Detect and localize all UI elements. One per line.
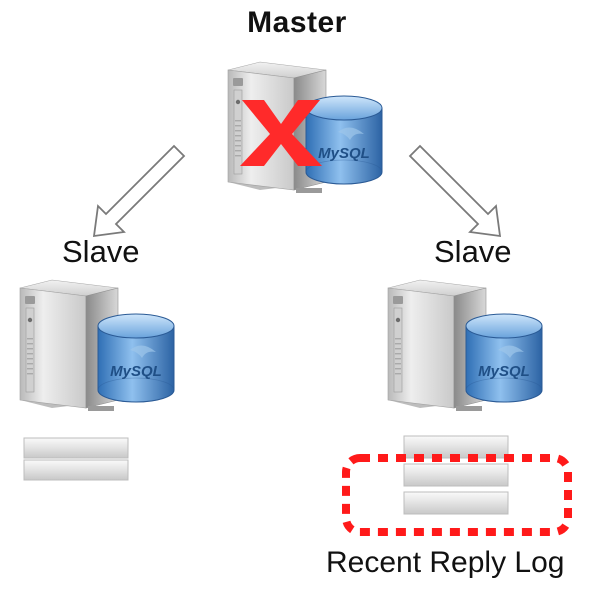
slave-left-label: Slave [62, 234, 140, 269]
master-server-icon: MySQL [227, 61, 383, 194]
slave-left-db-logo: MySQL [110, 363, 162, 380]
master-title: Master [247, 6, 347, 39]
master-db-logo: MySQL [318, 145, 370, 162]
recent-reply-log-label: Recent Reply Log [326, 546, 565, 579]
log-entry [23, 437, 129, 459]
slave-right-label: Slave [434, 234, 512, 269]
log-entry [403, 491, 509, 515]
failure-x-icon [240, 100, 322, 166]
log-entry [23, 459, 129, 481]
log-entry [403, 463, 509, 487]
replication-arrow-left [92, 144, 186, 238]
recent-log-highlight [342, 454, 572, 536]
slave-right-db-logo: MySQL [478, 363, 530, 380]
replication-arrow-right [408, 144, 502, 238]
slave-right-log-stack [403, 435, 509, 515]
slave-left-server-icon: MySQL [19, 279, 175, 412]
slave-right-server-icon: MySQL [387, 279, 543, 412]
slave-left-log-stack [23, 437, 129, 481]
